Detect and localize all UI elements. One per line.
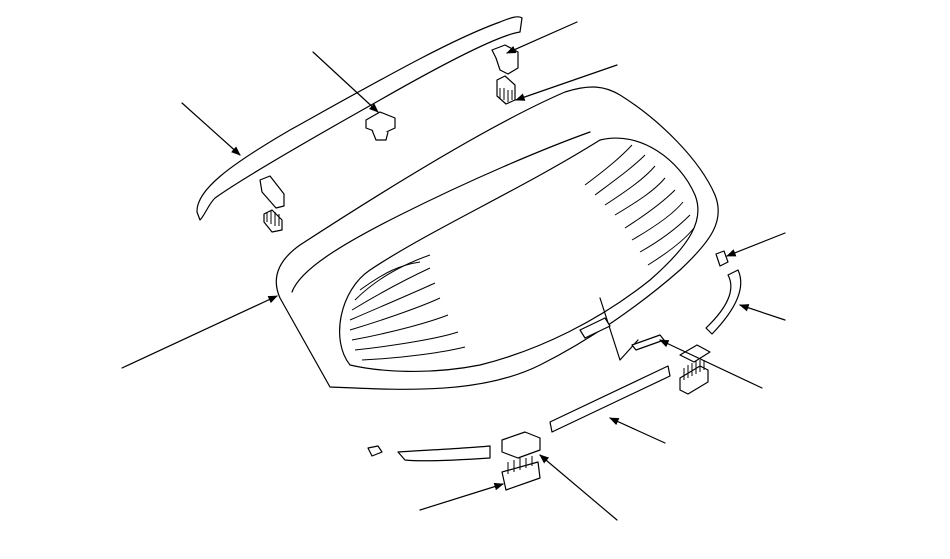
- connector-top-right: [496, 75, 516, 105]
- terminal-block-bottom: [501, 456, 541, 491]
- terminal-block-right: [679, 344, 711, 395]
- small-clip-bottom-left: [367, 445, 383, 457]
- defroster-grid: [349, 144, 695, 361]
- clip-top-center: [365, 111, 396, 141]
- clip-right-small: [715, 250, 729, 267]
- lower-molding-strip: [549, 365, 671, 433]
- harness-connector: [631, 334, 665, 351]
- leader-lines: [121, 21, 786, 521]
- bottom-molding-left: [397, 445, 491, 462]
- center-bracket: [501, 431, 541, 459]
- clip-top-left: [259, 175, 285, 209]
- rear-window-glass: [275, 86, 719, 390]
- side-molding-right: [705, 269, 742, 335]
- connector-top-left: [263, 209, 283, 233]
- upper-molding-strip: [196, 16, 523, 221]
